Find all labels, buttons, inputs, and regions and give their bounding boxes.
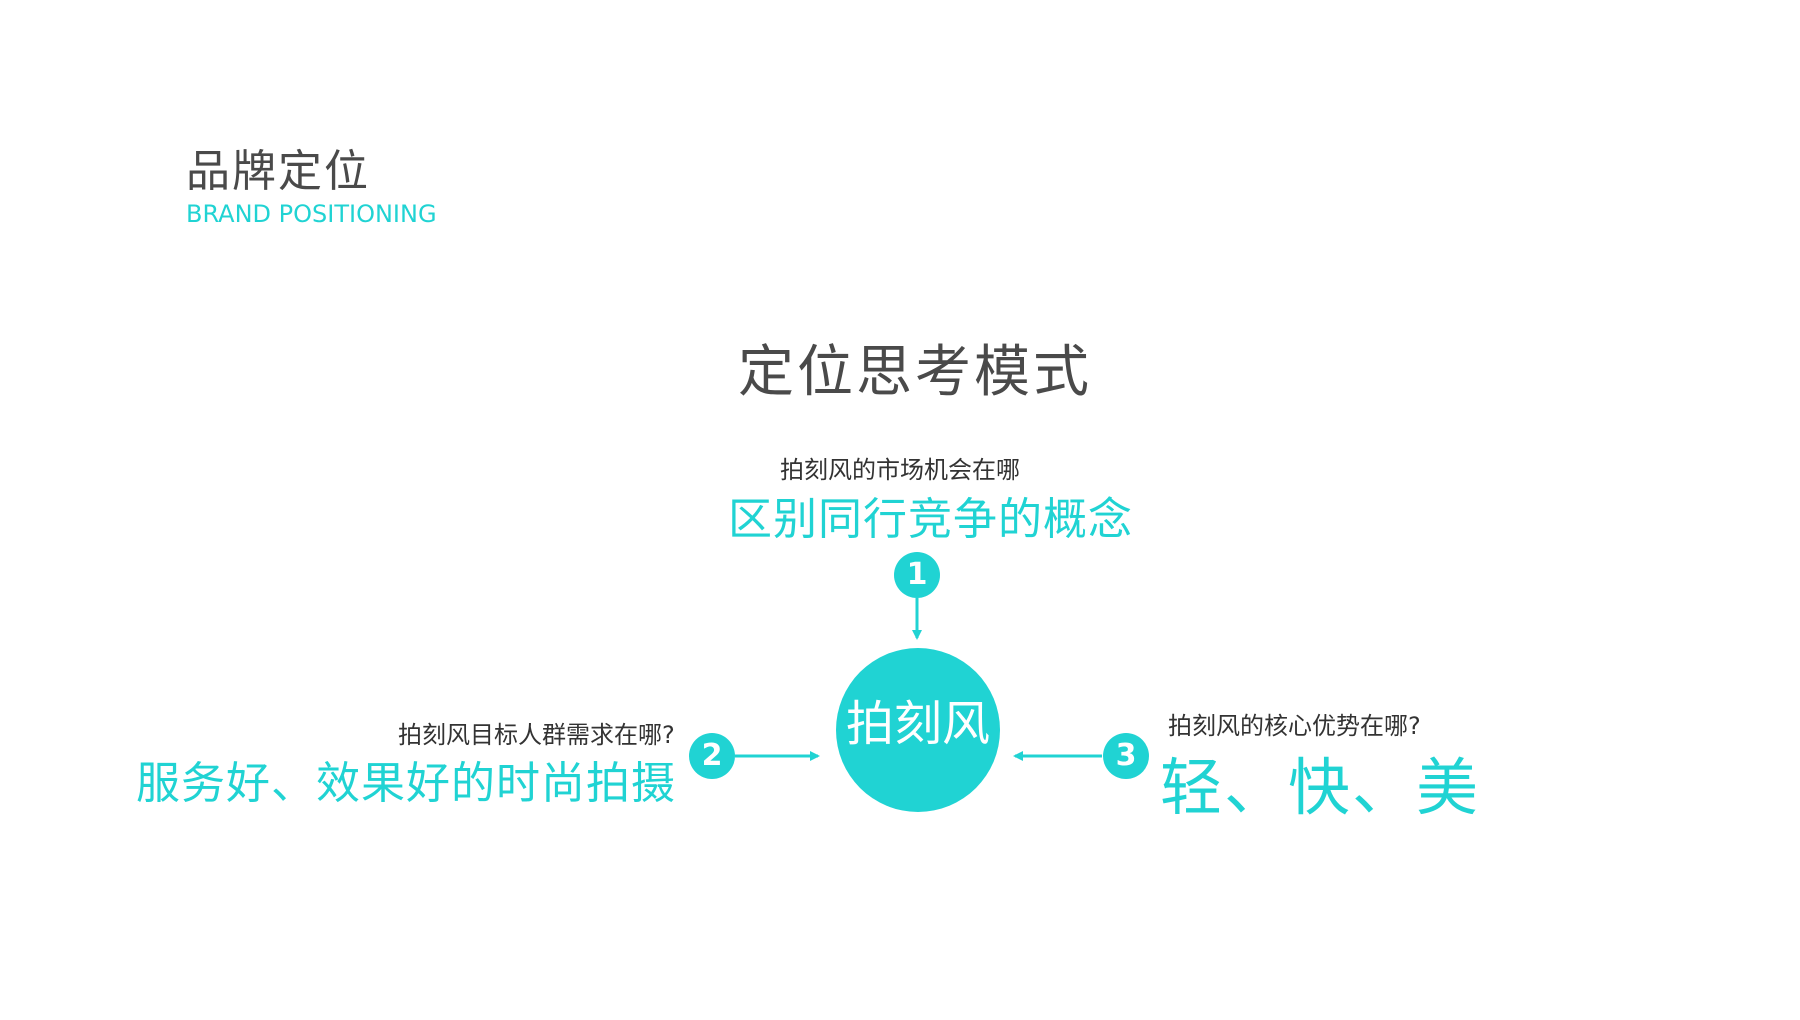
point-2-question: 拍刻风目标人群需求在哪? bbox=[398, 721, 675, 749]
diagram-title: 定位思考模式 bbox=[738, 340, 1092, 405]
point-3-answer: 轻、快、美 bbox=[1160, 751, 1481, 824]
page-section-subtitle: BRAND POSITIONING bbox=[186, 200, 437, 228]
point-2-answer: 服务好、效果好的时尚拍摄 bbox=[136, 758, 676, 809]
point-3-question: 拍刻风的核心优势在哪? bbox=[1168, 712, 1421, 740]
page-section-title: 品牌定位 bbox=[186, 146, 370, 197]
number-badge-1: 1 bbox=[894, 552, 940, 598]
number-badge-2: 2 bbox=[689, 733, 735, 779]
point-1-question: 拍刻风的市场机会在哪 bbox=[780, 456, 1020, 484]
point-1-answer: 区别同行竞争的概念 bbox=[728, 494, 1133, 545]
center-node bbox=[836, 648, 1000, 812]
center-node-label: 拍刻风 bbox=[845, 696, 990, 752]
number-badge-3: 3 bbox=[1103, 733, 1149, 779]
